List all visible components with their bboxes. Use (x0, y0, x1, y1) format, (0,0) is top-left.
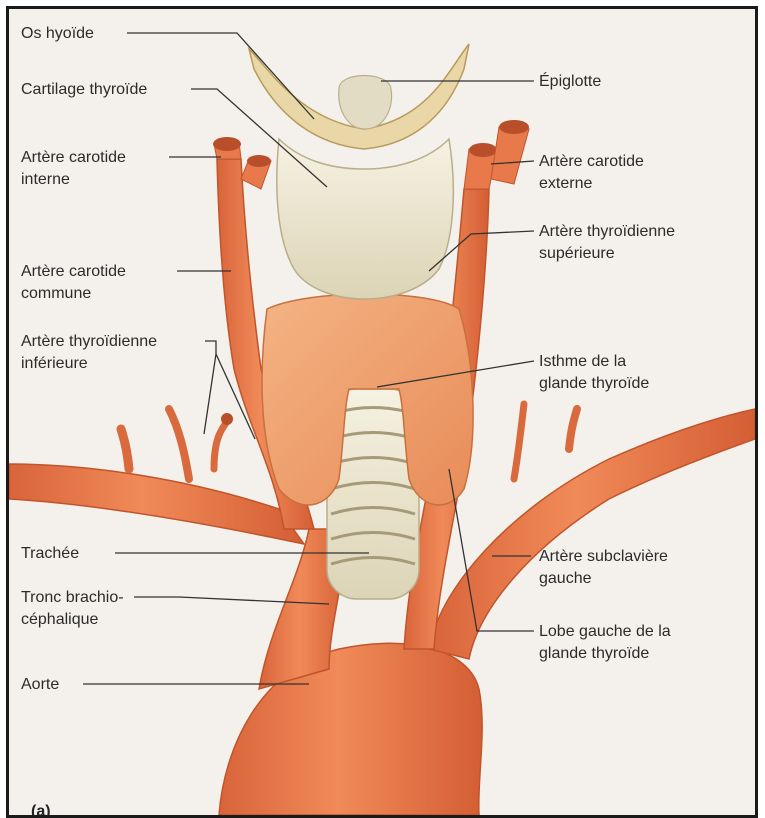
label-aorte: Aorte (21, 674, 59, 696)
label-tronc-line2: céphalique (21, 609, 98, 631)
label-subclaviere-line2: gauche (539, 568, 592, 590)
label-carotide-interne-line1: Artère carotide (21, 147, 126, 169)
anatomy-illustration (9, 9, 755, 815)
right-subclavian-artery (9, 464, 304, 544)
label-carotide-commune-line2: commune (21, 283, 91, 305)
label-carotide-externe-line2: externe (539, 173, 592, 195)
aorta (219, 643, 482, 815)
label-thyroidienne-sup-line1: Artère thyroïdienne (539, 221, 675, 243)
label-epiglotte: Épiglotte (539, 71, 601, 93)
label-trachee: Trachée (21, 543, 79, 565)
label-lobe-gauche-line2: glande thyroïde (539, 643, 649, 665)
label-carotide-interne-line2: interne (21, 169, 70, 191)
label-isthme-line2: glande thyroïde (539, 373, 649, 395)
thyroid-cartilage (277, 139, 454, 299)
label-thyroidienne-inf-line1: Artère thyroïdienne (21, 331, 157, 353)
epiglottis (339, 76, 392, 130)
label-thyroidienne-sup-line2: supérieure (539, 243, 615, 265)
label-tronc-line1: Tronc brachio- (21, 587, 124, 609)
label-lobe-gauche-line1: Lobe gauche de la (539, 621, 671, 643)
label-subclaviere-line1: Artère subclavière (539, 546, 668, 568)
label-cartilage-thyroide: Cartilage thyroïde (21, 79, 147, 101)
label-carotide-externe-line1: Artère carotide (539, 151, 644, 173)
label-carotide-commune-line1: Artère carotide (21, 261, 126, 283)
label-isthme-line1: Isthme de la (539, 351, 626, 373)
figure-frame: Os hyoïde Épiglotte Cartilage thyroïde A… (6, 6, 758, 818)
label-os-hyoide: Os hyoïde (21, 23, 94, 45)
label-thyroidienne-inf-line2: inférieure (21, 353, 88, 375)
